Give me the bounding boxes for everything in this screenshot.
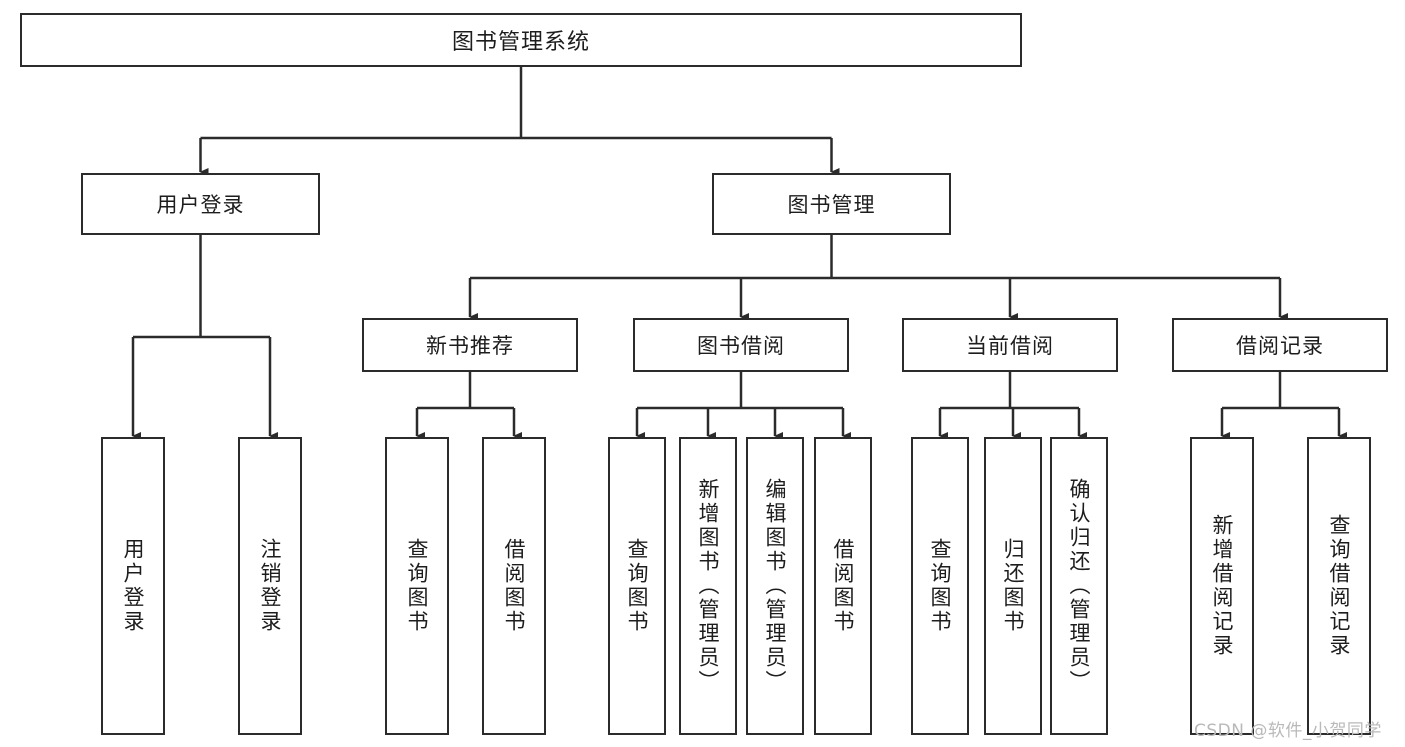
node-login[interactable]: 用户登录 (81, 173, 320, 235)
node-l13[interactable]: 查询借阅记录 (1307, 437, 1371, 735)
node-l9[interactable]: 查询图书 (911, 437, 969, 735)
tree-connectors (131, 67, 1347, 440)
node-label: 用户登录 (156, 193, 245, 217)
node-label: 借阅图书 (502, 538, 527, 634)
node-l6[interactable]: 新增图书（管理员） (679, 437, 737, 735)
node-l10[interactable]: 归还图书 (984, 437, 1042, 735)
node-label: 归还图书 (1001, 538, 1026, 634)
node-l7[interactable]: 编辑图书（管理员） (746, 437, 804, 735)
node-label: 借阅图书 (831, 538, 856, 634)
node-label: 查询图书 (405, 538, 430, 634)
node-label: 新书推荐 (426, 334, 514, 358)
node-current[interactable]: 当前借阅 (902, 318, 1118, 372)
node-newbook[interactable]: 新书推荐 (362, 318, 578, 372)
node-l8[interactable]: 借阅图书 (814, 437, 872, 735)
node-label: 图书管理 (787, 193, 876, 217)
node-root[interactable]: 图书管理系统 (20, 13, 1022, 67)
node-label: 注销登录 (258, 538, 283, 634)
node-l4[interactable]: 借阅图书 (482, 437, 546, 735)
node-l1[interactable]: 用户登录 (101, 437, 165, 735)
node-label: 查询图书 (928, 538, 953, 634)
node-l12[interactable]: 新增借阅记录 (1190, 437, 1254, 735)
node-label: 编辑图书（管理员） (763, 478, 788, 694)
node-l2[interactable]: 注销登录 (238, 437, 302, 735)
node-label: 借阅记录 (1236, 334, 1324, 358)
node-records[interactable]: 借阅记录 (1172, 318, 1388, 372)
node-label: 确认归还（管理员） (1067, 478, 1092, 694)
node-label: 新增借阅记录 (1210, 514, 1235, 658)
node-label: 图书管理系统 (451, 30, 590, 55)
node-label: 查询借阅记录 (1327, 514, 1352, 658)
node-l3[interactable]: 查询图书 (385, 437, 449, 735)
node-label: 当前借阅 (966, 334, 1054, 358)
node-l5[interactable]: 查询图书 (608, 437, 666, 735)
node-label: 用户登录 (121, 538, 146, 634)
node-label: 图书借阅 (697, 334, 785, 358)
watermark-label: CSDN @软件_小贺同学 (1194, 721, 1382, 741)
node-label: 查询图书 (625, 538, 650, 634)
node-bookmgmt[interactable]: 图书管理 (712, 173, 951, 235)
node-label: 新增图书（管理员） (696, 478, 721, 694)
node-borrow[interactable]: 图书借阅 (633, 318, 849, 372)
node-l11[interactable]: 确认归还（管理员） (1050, 437, 1108, 735)
